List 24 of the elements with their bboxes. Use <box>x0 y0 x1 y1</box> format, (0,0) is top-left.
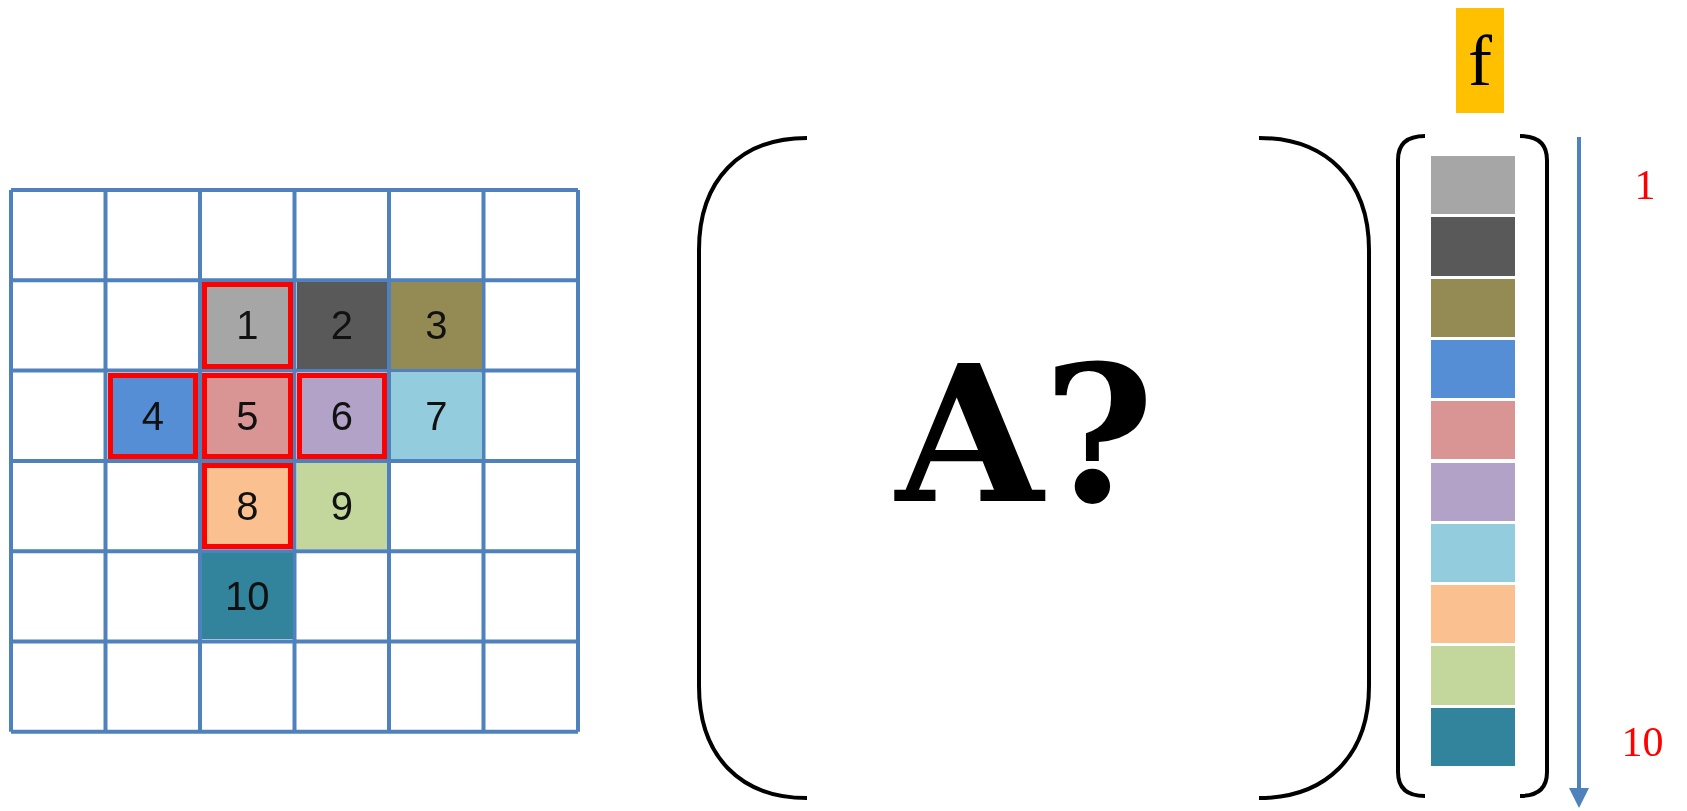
vector-bar <box>1431 217 1515 276</box>
vector-bar <box>1431 646 1515 705</box>
vector-bar <box>1431 707 1515 766</box>
grid-cell: 5 <box>202 372 293 459</box>
vector-bar <box>1431 462 1515 521</box>
vector-bar <box>1431 523 1515 583</box>
grid-cell: 1 <box>202 282 293 369</box>
grid-cell: 7 <box>391 372 482 459</box>
grid-cell: 10 <box>202 553 293 640</box>
vector-bar <box>1431 339 1515 399</box>
index-label: 10 <box>1620 718 1665 767</box>
vector-bar <box>1431 156 1515 215</box>
grid-cell: 8 <box>202 462 293 550</box>
grid-cell: 3 <box>391 282 482 369</box>
vector-bar <box>1431 585 1515 644</box>
vector-bar <box>1431 278 1515 337</box>
vector-label: f <box>1456 8 1504 113</box>
grid-cell: 2 <box>296 282 387 369</box>
grid-cell: 9 <box>296 462 387 550</box>
grid-cell: 4 <box>107 372 198 459</box>
vector-bar <box>1431 401 1515 460</box>
index-label: 1 <box>1633 161 1657 210</box>
grid-cell: 6 <box>296 372 387 459</box>
matrix-label: A? <box>893 322 1156 548</box>
